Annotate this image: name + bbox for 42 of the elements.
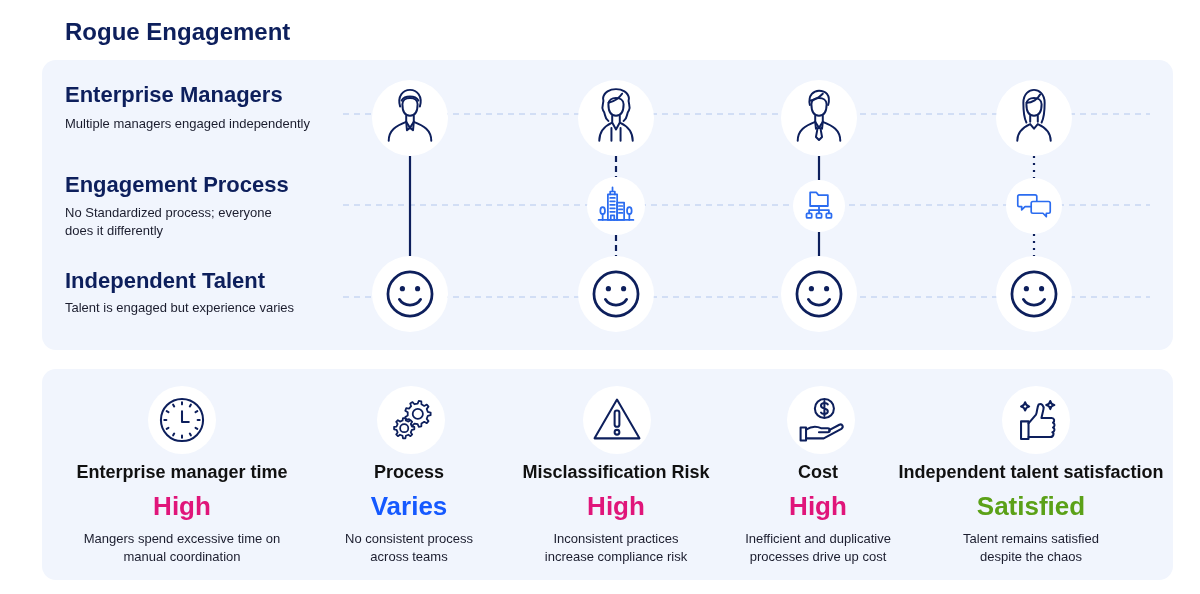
person-icon: [781, 80, 857, 156]
smiley-icon: [996, 256, 1072, 332]
metric-title: Cost: [798, 461, 838, 483]
connector-line: [408, 156, 412, 256]
row-heading: Enterprise Managers: [65, 82, 283, 108]
person-icon: [996, 80, 1072, 156]
metric-title: Process: [373, 461, 445, 483]
chat-bubbles-icon: [1006, 178, 1062, 234]
metric-value: High: [587, 491, 645, 521]
row-description: Talent is engaged but experience varies: [65, 299, 295, 317]
metric-description: Mangers spend excessive time on manual coordination: [82, 530, 282, 566]
metric-value: High: [153, 491, 211, 521]
connector-line: [614, 156, 618, 177]
metric-description: No consistent process across teams: [344, 530, 474, 566]
metric-description: Talent remains satisfied despite the chaos: [962, 530, 1100, 566]
connector-line: [1032, 156, 1036, 178]
section-panel: [42, 60, 1173, 350]
metric-description: Inefficient and duplicative processes drive up cost: [744, 530, 892, 566]
metric-title: Enterprise manager time: [76, 461, 288, 483]
page-title: Rogue Engagement: [65, 17, 291, 47]
smiley-icon: [578, 256, 654, 332]
row-heading: Independent Talent: [65, 268, 266, 294]
connector-line: [817, 156, 821, 180]
connector-line: [614, 235, 618, 256]
building-icon: [587, 177, 645, 235]
row-heading: Engagement Process: [65, 172, 289, 198]
metric-description: Inconsistent practices increase compliance risk: [543, 530, 689, 566]
person-icon: [578, 80, 654, 156]
row-description: No Standardized process; everyone does it differently: [65, 204, 273, 240]
metric-title: Misclassification Risk: [522, 461, 710, 483]
metric-value: Varies: [370, 491, 448, 521]
connector-line: [817, 232, 821, 256]
person-icon: [372, 80, 448, 156]
smiley-icon: [781, 256, 857, 332]
metric-value: High: [789, 491, 847, 521]
row-description: Multiple managers engaged independently: [65, 115, 310, 133]
smiley-icon: [372, 256, 448, 332]
folder-hierarchy-icon: [793, 180, 845, 232]
metric-value: Satisfied: [976, 491, 1086, 521]
section-panel: [42, 369, 1173, 580]
connector-line: [1032, 234, 1036, 256]
metric-title: Independent talent satisfaction: [898, 461, 1164, 483]
